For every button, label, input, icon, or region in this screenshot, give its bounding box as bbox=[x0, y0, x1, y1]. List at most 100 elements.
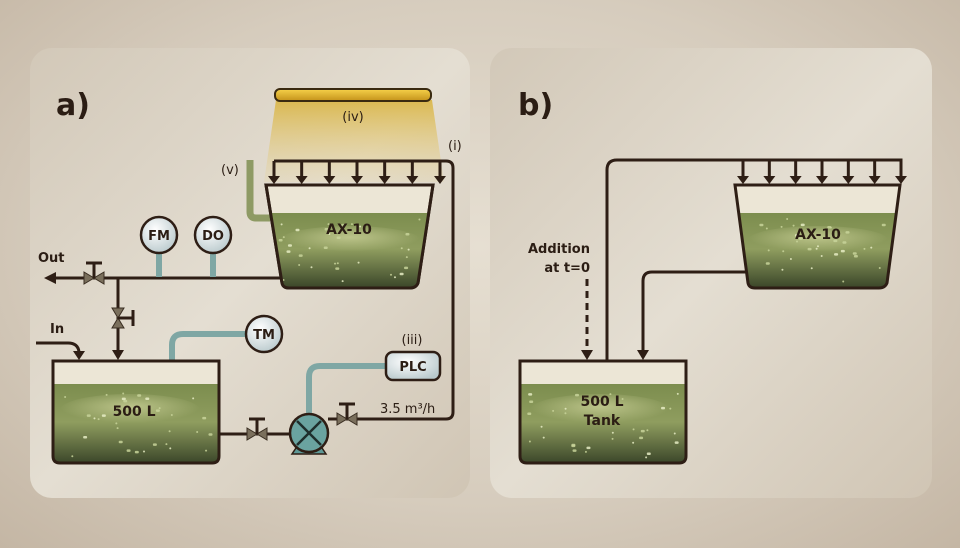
biomass-speck bbox=[350, 223, 353, 226]
biomass-speck bbox=[669, 407, 672, 410]
biomass-speck bbox=[586, 446, 591, 450]
biomass-speck bbox=[792, 224, 795, 227]
biomass-speck bbox=[334, 262, 337, 265]
biomass-speck bbox=[86, 414, 91, 417]
biomass-speck bbox=[298, 254, 303, 257]
biomass-speck bbox=[676, 392, 679, 395]
biomass-speck bbox=[765, 227, 768, 230]
spray-arrow-head bbox=[295, 176, 308, 184]
biomass-speck bbox=[639, 436, 644, 440]
spray-arrow-head bbox=[816, 176, 828, 184]
biomass-speck bbox=[168, 430, 171, 433]
biomass-speck bbox=[807, 247, 812, 251]
biomass-speck bbox=[310, 266, 313, 269]
biomass-speck bbox=[123, 399, 128, 403]
biomass-speck bbox=[93, 417, 96, 420]
biomass-speck bbox=[404, 266, 409, 270]
plc-label: PLC bbox=[399, 360, 426, 375]
spray-arrow-head bbox=[868, 176, 881, 184]
panel-a: a) (iv) (i) (v) AX-10 Out bbox=[36, 88, 462, 465]
plc-signal-pipe bbox=[306, 363, 386, 415]
tm-sensor-label: TM bbox=[253, 328, 275, 343]
return-pipe bbox=[641, 270, 747, 352]
do-sensor-label: DO bbox=[202, 229, 224, 244]
biomass-speck bbox=[564, 412, 567, 415]
tank-500l-b: 500 L Tank bbox=[518, 359, 688, 465]
spray-arrow-head bbox=[378, 176, 391, 184]
pump-suction-valve[interactable] bbox=[246, 417, 268, 441]
biomass-speck bbox=[673, 432, 676, 435]
biomass-speck bbox=[863, 247, 866, 250]
biomass-speck bbox=[308, 247, 311, 250]
biomass-speck bbox=[357, 261, 360, 264]
biomass-speck bbox=[83, 435, 88, 439]
inlet-pipe bbox=[36, 341, 81, 353]
biomass-speck bbox=[645, 456, 648, 459]
biomass-speck bbox=[165, 443, 168, 446]
biomass-speck bbox=[405, 232, 410, 236]
biomass-speck bbox=[529, 400, 534, 403]
overflow-label: (v) bbox=[221, 163, 239, 178]
biomass-speck bbox=[820, 255, 823, 258]
spray-arrow-head bbox=[268, 176, 280, 184]
biomass-speck bbox=[327, 223, 330, 226]
biomass-speck bbox=[97, 418, 100, 421]
biomass-speck bbox=[170, 413, 173, 416]
biomass-speck bbox=[800, 223, 805, 227]
biomass-speck bbox=[116, 427, 119, 430]
spray-arrow-head bbox=[351, 176, 363, 184]
biomass-speck bbox=[574, 393, 579, 397]
biomass-speck bbox=[112, 412, 115, 415]
biomass-speck bbox=[528, 393, 533, 396]
biomass-speck bbox=[341, 223, 346, 227]
recycle-valve[interactable] bbox=[111, 307, 135, 329]
biomass-speck bbox=[122, 392, 125, 395]
fm-sensor-label: FM bbox=[148, 229, 170, 244]
addition-label-line1: Addition bbox=[528, 242, 590, 257]
biomass-speck bbox=[105, 393, 108, 396]
biomass-speck bbox=[287, 244, 292, 247]
biomass-speck bbox=[827, 226, 832, 229]
biomass-speck bbox=[286, 250, 291, 253]
biomass-speck bbox=[611, 437, 614, 440]
biomass-speck bbox=[359, 225, 362, 228]
fm-sensor[interactable]: FM bbox=[139, 215, 179, 255]
spray-arrow-head bbox=[434, 176, 446, 184]
spray-arrow-head bbox=[323, 176, 336, 184]
biomass-speck bbox=[794, 234, 799, 237]
distribution-header-pipe bbox=[274, 159, 455, 421]
tm-sensor[interactable]: TM bbox=[244, 314, 284, 354]
biomass-speck bbox=[765, 262, 770, 265]
overflow-pipe bbox=[246, 160, 270, 222]
biomass-speck bbox=[878, 267, 881, 270]
biomass-speck bbox=[158, 407, 161, 410]
biomass-speck bbox=[407, 248, 410, 251]
pump-icon[interactable] bbox=[288, 412, 330, 455]
biomass-speck bbox=[798, 237, 803, 240]
biomass-speck bbox=[870, 246, 873, 249]
biomass-speck bbox=[192, 397, 195, 400]
biomass-speck bbox=[552, 409, 555, 412]
do-sensor[interactable]: DO bbox=[193, 215, 233, 255]
biomass-speck bbox=[282, 236, 285, 239]
reactor-ax10-b: AX-10 bbox=[733, 183, 902, 290]
biomass-speck bbox=[572, 449, 577, 452]
biomass-speck bbox=[139, 412, 142, 415]
biomass-speck bbox=[389, 273, 392, 276]
biomass-speck bbox=[137, 394, 142, 397]
biomass-speck bbox=[609, 393, 612, 396]
pump-discharge-valve[interactable] bbox=[336, 402, 358, 426]
biomass-speck bbox=[324, 227, 329, 231]
biomass-speck bbox=[115, 422, 118, 425]
biomass-speck bbox=[834, 253, 839, 256]
biomass-speck bbox=[328, 232, 331, 235]
plc-controller[interactable]: PLC bbox=[384, 350, 442, 382]
biomass-speck bbox=[789, 258, 792, 261]
tank-label-b-line2: Tank bbox=[584, 413, 621, 429]
biomass-speck bbox=[336, 236, 341, 239]
biomass-speck bbox=[341, 280, 344, 283]
distributor-label: (i) bbox=[448, 139, 462, 154]
biomass-speck bbox=[298, 263, 301, 266]
outlet-valve[interactable] bbox=[83, 261, 105, 285]
reactor-ax10-a: AX-10 bbox=[264, 183, 435, 290]
